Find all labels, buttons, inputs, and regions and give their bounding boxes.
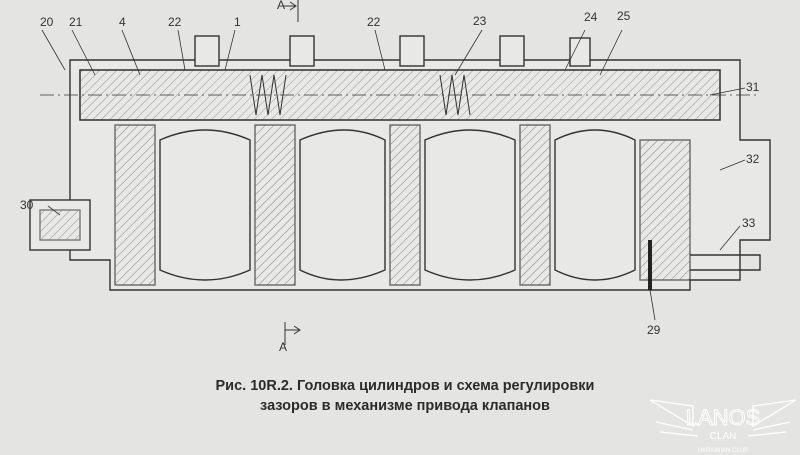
svg-text:UKRAINIAN CLUB: UKRAINIAN CLUB [698, 448, 748, 454]
callout-33: 33 [742, 216, 756, 230]
callout-4: 4 [119, 15, 126, 29]
caption-line-1: Рис. 10R.2. Головка цилиндров и схема ре… [215, 378, 595, 394]
callout-1: 1 [234, 15, 241, 29]
svg-text:CLAN: CLAN [710, 431, 737, 442]
section-marker-bottom: A [279, 340, 288, 354]
callout-23: 23 [473, 14, 487, 28]
callout-25: 25 [617, 9, 631, 23]
callout-29: 29 [647, 323, 661, 337]
callout-32: 32 [746, 152, 760, 166]
callout-24: 24 [584, 10, 598, 24]
svg-text:LANOS: LANOS [686, 405, 761, 430]
callout-21: 21 [69, 15, 83, 29]
callout-30: 30 [20, 198, 34, 212]
figure-caption: Рис. 10R.2. Головка цилиндров и схема ре… [155, 376, 655, 416]
callout-31: 31 [746, 80, 760, 94]
caption-line-2: зазоров в механизме привода клапанов [260, 398, 550, 414]
lanos-clan-logo: LANOS CLAN UKRAINIAN CLUB [649, 399, 797, 454]
callout-20: 20 [40, 15, 54, 29]
section-marker-top: A [277, 0, 286, 12]
callout-22: 22 [168, 15, 182, 29]
callout-22b: 22 [367, 15, 381, 29]
